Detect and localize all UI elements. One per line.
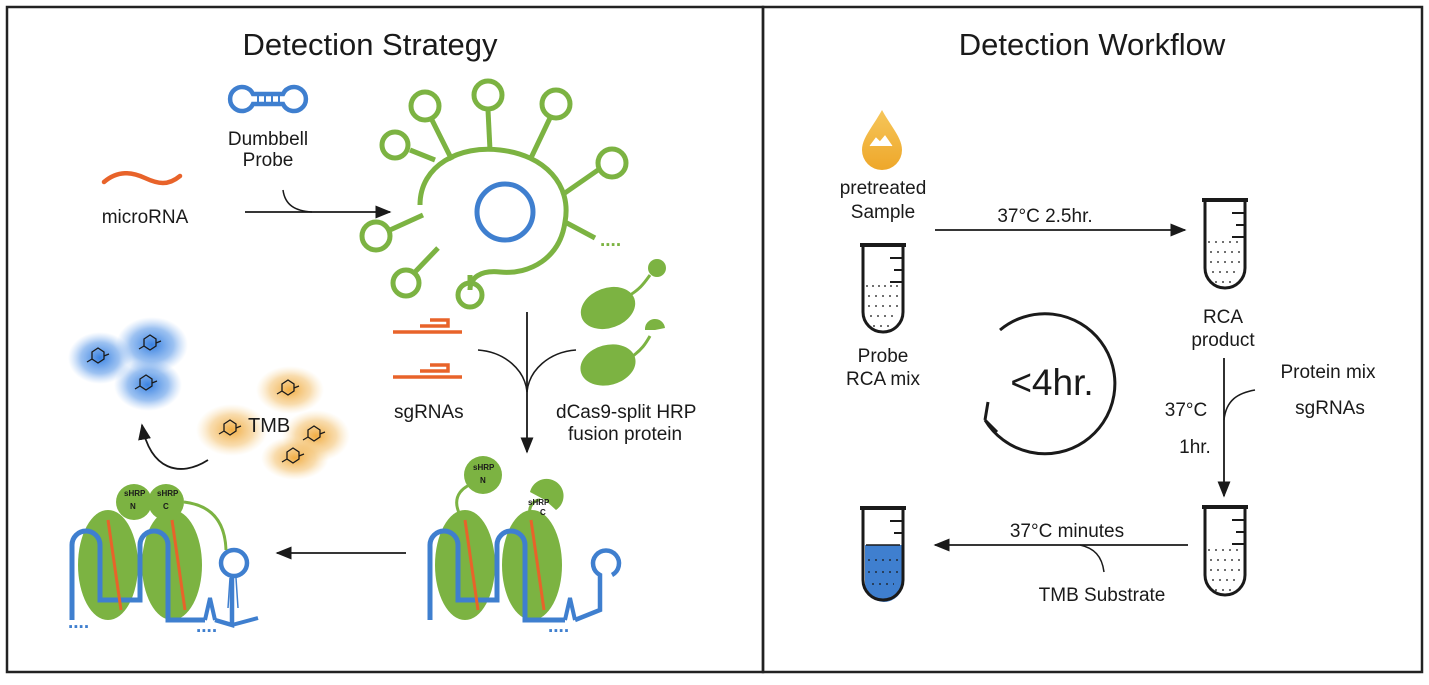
probe-label-line2: Probe bbox=[243, 150, 294, 171]
strategy-title: Detection Strategy bbox=[242, 27, 498, 62]
rca-ellipsis: .... bbox=[600, 230, 621, 251]
protein-mix-line2: sgRNAs bbox=[1295, 398, 1365, 419]
step1-label: 37°C 2.5hr. bbox=[997, 206, 1092, 227]
droplet-highlight bbox=[869, 135, 893, 147]
workflow-title: Detection Workflow bbox=[959, 27, 1226, 62]
step2-temp: 37°C bbox=[1165, 400, 1207, 421]
sample-label-line1: pretreated bbox=[840, 178, 927, 199]
tmb-substrate-icon bbox=[196, 366, 350, 480]
probe-tube-icon bbox=[860, 243, 906, 334]
oxidized-tmb-icon bbox=[68, 317, 188, 411]
cycle-arrowhead bbox=[983, 401, 999, 434]
bound-complex-split-icon bbox=[427, 456, 622, 623]
fusion-label-line2: fusion protein bbox=[568, 424, 682, 445]
sgrna-join-curve bbox=[477, 349, 528, 393]
complex-right-ellipsis: .... bbox=[548, 616, 569, 637]
rca-label-line1: RCA bbox=[1203, 307, 1243, 328]
shrp-n-label-split: sHRP bbox=[473, 463, 495, 472]
cycle-arrow bbox=[983, 312, 1117, 456]
complex-left-ellipsis-1: .... bbox=[68, 612, 89, 633]
protein-mix-line1: Protein mix bbox=[1280, 362, 1376, 383]
substrate-label: TMB Substrate bbox=[1039, 585, 1166, 606]
rca-tube-icon bbox=[1202, 198, 1248, 290]
result-tube-icon bbox=[860, 506, 906, 602]
rca-label-line2: product bbox=[1191, 330, 1255, 351]
c-label-split: C bbox=[540, 508, 546, 517]
sgrna-icon bbox=[393, 318, 462, 379]
dcas9-split-hrp-icon bbox=[580, 259, 666, 386]
n-label-split: N bbox=[480, 476, 486, 485]
tmb-label: TMB bbox=[248, 415, 290, 437]
probe-label-line1: Dumbbell bbox=[228, 129, 308, 150]
circular-template-icon bbox=[474, 181, 536, 243]
bound-complex-active-icon bbox=[69, 484, 259, 629]
microrna-label: microRNA bbox=[102, 207, 189, 228]
step3-label: 37°C minutes bbox=[1010, 521, 1124, 542]
arrow-oxidize bbox=[138, 423, 209, 470]
protein-join-curve-wf bbox=[1223, 389, 1256, 421]
shrp-c-label-split: sHRP bbox=[528, 498, 550, 507]
microrna-strand bbox=[101, 171, 183, 186]
step2-time: 1hr. bbox=[1179, 437, 1211, 458]
protein-tube-icon bbox=[1202, 505, 1248, 597]
n-label-active: N bbox=[130, 502, 136, 511]
total-time-label: <4hr. bbox=[1010, 362, 1093, 403]
sgrnas-label: sgRNAs bbox=[394, 402, 464, 423]
fusion-label-line1: dCas9-split HRP bbox=[556, 402, 696, 423]
shrp-c-label-active: sHRP bbox=[157, 489, 179, 498]
shrp-n-label-active: sHRP bbox=[124, 489, 146, 498]
probe-join-curve bbox=[282, 189, 313, 213]
substrate-join-curve bbox=[1079, 544, 1105, 573]
sample-label-line2: Sample bbox=[851, 202, 915, 223]
probe-mix-line1: Probe bbox=[858, 346, 909, 367]
protein-join-curve bbox=[526, 349, 577, 393]
c-label-active: C bbox=[163, 502, 169, 511]
workflow-panel-frame bbox=[761, 5, 1424, 674]
probe-mix-line2: RCA mix bbox=[846, 369, 920, 390]
complex-left-ellipsis-2: .... bbox=[196, 616, 217, 637]
rca-product-icon bbox=[359, 78, 629, 310]
dumbbell-probe-icon bbox=[227, 84, 309, 114]
